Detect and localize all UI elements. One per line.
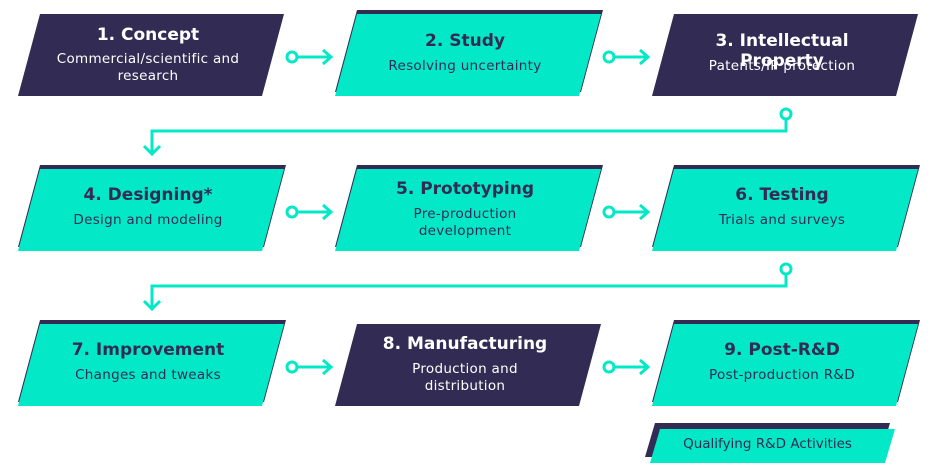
step-subtitle: Commercial/scientific and research [56,51,240,84]
step-subtitle: Pre-production development [413,206,517,239]
arrow-right-icon [285,49,334,65]
step-title: 1. Concept [96,25,200,45]
arrow-right-icon [285,204,334,220]
step-fill [335,14,601,96]
step-fill [335,324,601,406]
step-shape [335,10,603,96]
step-subtitle: Patents/IP protection [708,58,856,74]
step-title: 6. Testing [735,185,829,205]
step-intellectual-property: 3. Intellectual Property Patents/IP prot… [652,10,922,98]
step-fill [335,169,601,251]
step-manufacturing: 8. Manufacturing Production and distribu… [335,320,605,408]
return-arrow-down-icon [142,262,793,312]
step-subtitle: Changes and tweaks [75,367,221,383]
step-title: 4. Designing* [83,185,213,205]
arrow-right-icon [285,359,334,375]
step-shape [652,10,922,96]
step-title: 3. Intellectual Property [715,31,849,71]
step-subtitle: Production and distribution [412,361,518,394]
step-shape [18,320,286,406]
step-title: 9. Post-R&D [724,340,840,360]
step-title: 2. Study [425,31,505,51]
step-shape [652,165,920,251]
step-fill [652,324,918,406]
step-shape [18,165,286,251]
step-fill [652,14,918,96]
arrow-right-icon [602,359,651,375]
step-post-rd: 9. Post-R&D Post-production R&D [652,320,920,408]
step-fill [18,324,284,406]
arrow-right-icon [602,204,651,220]
step-title: 5. Prototyping [395,179,534,199]
step-title: 7. Improvement [71,340,225,360]
step-fill [18,14,284,96]
step-testing: 6. Testing Trials and surveys [652,165,920,253]
step-subtitle: Resolving uncertainty [388,58,542,74]
legend-qualifying-activities: Qualifying R&D Activities [640,423,895,465]
legend-shape [645,423,895,463]
step-prototyping: 5. Prototyping Pre-production developmen… [335,165,603,253]
step-subtitle: Trials and surveys [718,212,846,228]
step-study: 2. Study Resolving uncertainty [335,10,603,98]
legend-label: Qualifying R&D Activities [683,436,852,452]
arrow-right-icon [602,49,651,65]
legend-fill [650,429,895,463]
step-designing: 4. Designing* Design and modeling [18,165,286,253]
step-fill [652,169,918,251]
step-improvement: 7. Improvement Changes and tweaks [18,320,286,408]
step-shape [652,320,920,406]
step-title: 8. Manufacturing [382,334,548,354]
step-fill [18,169,284,251]
step-concept: 1. Concept Commercial/scientific and res… [18,10,288,98]
step-subtitle: Design and modeling [73,212,223,228]
step-shape [335,165,603,251]
step-shape [335,320,605,406]
return-arrow-down-icon [142,107,793,157]
step-shape [18,10,288,96]
step-subtitle: Post-production R&D [709,367,855,383]
